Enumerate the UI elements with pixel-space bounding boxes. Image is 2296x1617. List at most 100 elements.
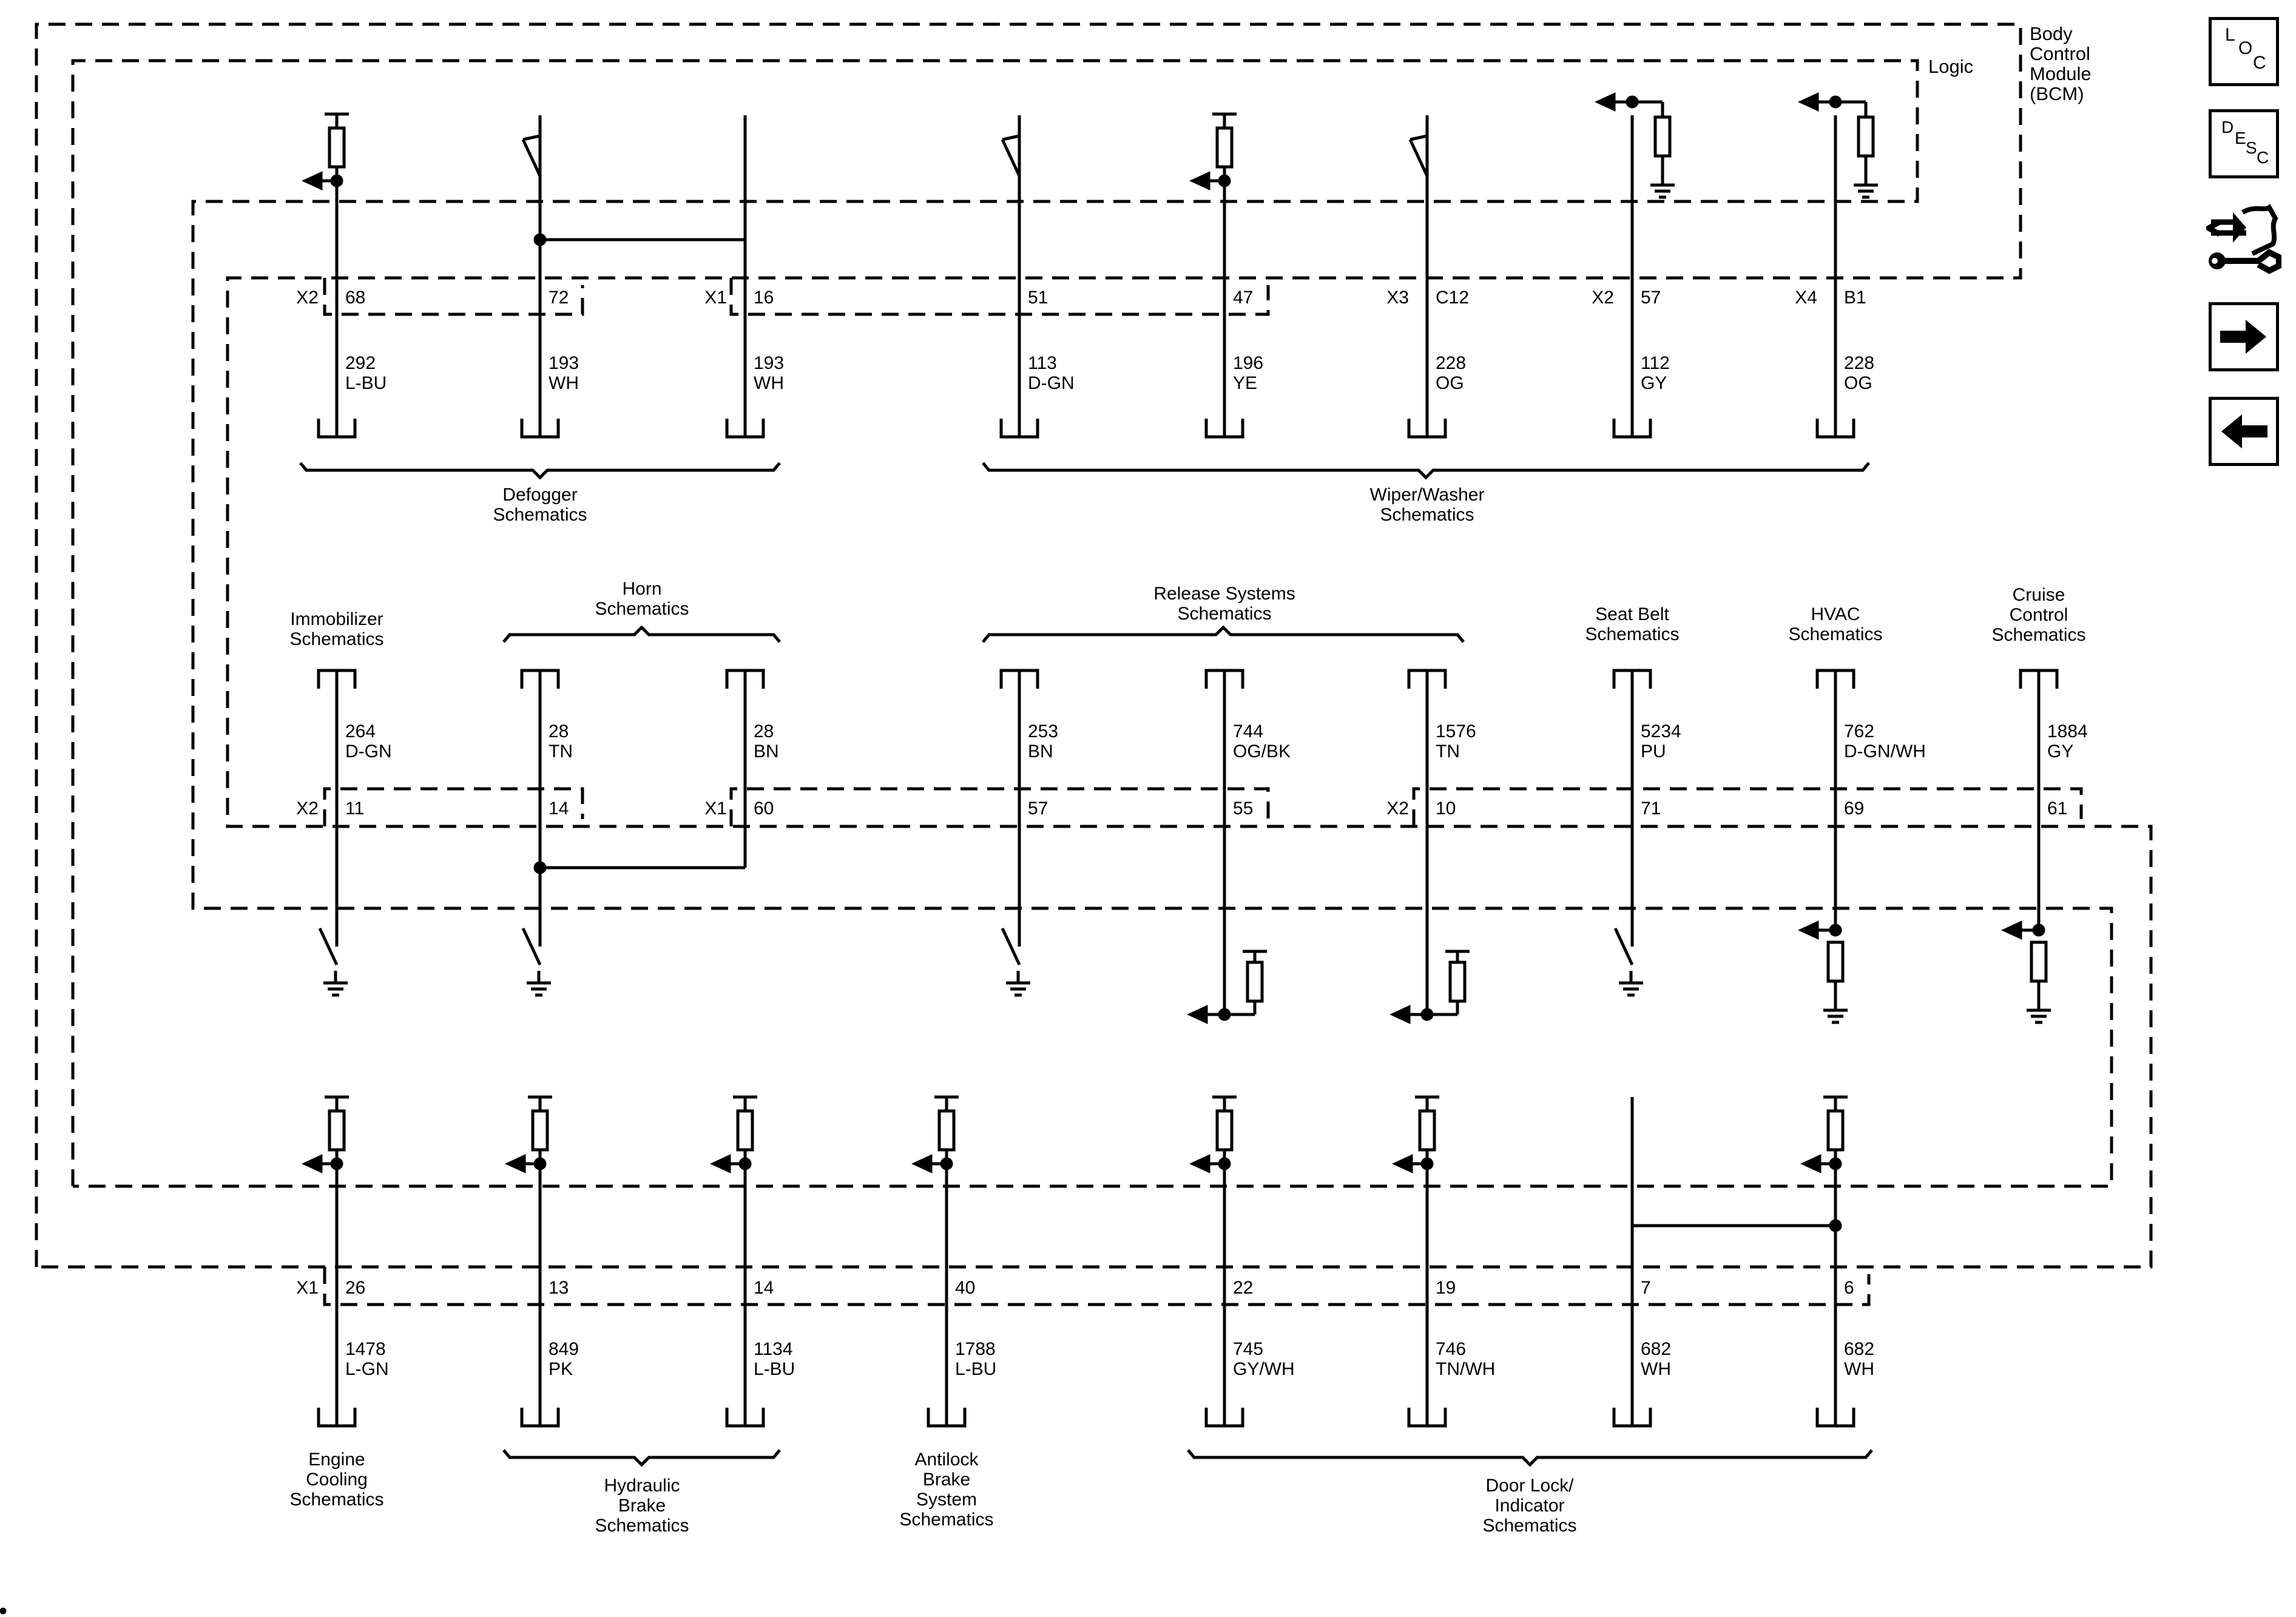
module-title-line: Module [2030,63,2092,84]
connector-terminal-icon [1815,669,1855,689]
resistor-icon [1653,115,1672,158]
connector-terminal-icon [1204,669,1244,689]
wire-color-top: WH [754,373,784,393]
resistor-icon [531,1109,549,1152]
junction-dot-icon [533,233,547,246]
wire-color-middle: GY [2047,741,2073,761]
next-page-button[interactable] [2209,302,2279,371]
connector-terminal-icon [317,419,357,439]
signal-arrow-icon [710,1154,731,1173]
group-label-release: Schematics [1177,604,1271,624]
logic-label: Logic [1928,56,1973,77]
group-label-immobilizer: Schematics [289,629,383,649]
group-label-doorlock: Schematics [1482,1516,1576,1536]
pin-label-top: 47 [1233,288,1253,308]
resistor-icon [1215,126,1234,169]
group-label-hydraulic: Schematics [595,1516,689,1536]
signal-arrow-icon [1189,171,1210,191]
group-label-antilock: Brake [923,1470,970,1490]
group-label-hydraulic: Hydraulic [604,1476,680,1496]
switch-icon [1408,138,1429,177]
group-label-release: Release Systems [1153,584,1295,604]
circuit-wires [335,115,2041,1426]
connector-repair-icon[interactable] [2203,200,2282,275]
wire-color-bottom: TN/WH [1436,1359,1495,1379]
circuit-number-bottom: 682 [1844,1339,1874,1359]
pin-label-bottom: 7 [1641,1278,1651,1298]
switch-icon [1001,927,1021,966]
connector-terminal-icon [1612,669,1652,689]
pin-label-top: 57 [1641,288,1661,308]
wire-color-bottom: GY/WH [1233,1359,1295,1379]
group-label-antilock: System [916,1490,977,1510]
circuit-number-top: 228 [1436,353,1466,373]
switch-icon [521,927,542,966]
group-label-seatbelt: Seat Belt [1595,604,1669,624]
desc-button[interactable]: D E S C [2209,109,2279,178]
pin-label-middle: 57 [1028,798,1048,819]
wire-color-middle: BN [754,741,779,761]
wire-color-middle: D-GN [345,741,392,761]
wire-color-bottom: L-BU [754,1359,795,1379]
group-label-cruise: Control [2010,605,2068,625]
group-label-defogger: Defogger [502,485,577,505]
pin-label-top: 16 [754,288,774,308]
pin-label-middle: 61 [2047,798,2067,819]
pin-label-bottom: 40 [955,1278,975,1298]
group-label-cruise: Cruise [2013,585,2065,605]
group-label-antilock: Antilock [914,1450,979,1470]
circuit-number-middle: 5234 [1641,721,1681,741]
group-label-doorlock: Door Lock/ [1485,1476,1574,1496]
signal-arrow-icon [1392,1154,1413,1173]
connector-housing-2 [323,787,584,826]
signal-arrow-icon [505,1154,526,1173]
wire-color-middle: PU [1641,741,1666,761]
connector-terminal-icon [999,419,1039,439]
switch-icon [521,138,542,177]
group-label-cruise: Schematics [1991,625,2085,645]
logic-boundary [71,59,2113,1188]
module-title-line: Body [2030,23,2073,44]
resistor-icon [1448,960,1467,1003]
circuit-number-bottom: 1788 [955,1339,996,1359]
resistor-icon [1857,115,1875,158]
switch-icon [1001,138,1021,177]
connector-label-middle: X1 [704,798,727,819]
group-label-hydraulic: Brake [618,1496,666,1516]
signal-arrow-icon [302,171,323,191]
connector-terminal-icon [1407,669,1447,689]
wire-color-bottom: WH [1844,1359,1874,1379]
group-label-antilock: Schematics [899,1510,993,1530]
group-brace-icon [502,1449,781,1467]
switch-icon [1410,134,1428,141]
pin-label-middle: 10 [1436,798,1456,819]
circuit-number-middle: 28 [754,721,774,741]
circuit-number-top: 113 [1028,353,1057,373]
previous-page-button[interactable] [2209,397,2279,466]
desc-letter-s: S [2246,138,2257,157]
circuit-number-top: 228 [1844,353,1874,373]
connector-terminal-icon [1815,1408,1855,1428]
wire-color-middle: TN [549,741,573,761]
wire-color-middle: BN [1028,741,1053,761]
connector-label-top: X1 [704,288,727,308]
circuit-number-middle: 1884 [2047,721,2088,741]
loc-button[interactable]: L O C [2209,17,2279,86]
resistor-icon [2030,940,2048,983]
connector-terminal-icon [1204,419,1244,439]
switch-icon [1613,927,1634,966]
connector-housing-0 [323,278,584,316]
pin-label-top: 68 [345,288,365,308]
group-label-engine: Cooling [306,1470,368,1490]
pin-label-middle: 55 [1233,798,1253,819]
circuit-number-middle: 253 [1028,721,1058,741]
connector-housing-3 [729,787,1270,826]
group-label-seatbelt: Schematics [1585,624,1679,644]
pin-label-top: 72 [549,288,569,308]
connector-label-middle: X2 [296,798,319,819]
circuit-number-bottom: 1134 [754,1339,793,1359]
connector-terminal-icon [1407,1408,1447,1428]
pin-label-top: C12 [1436,288,1469,308]
connector-label-middle: X2 [1386,798,1409,819]
